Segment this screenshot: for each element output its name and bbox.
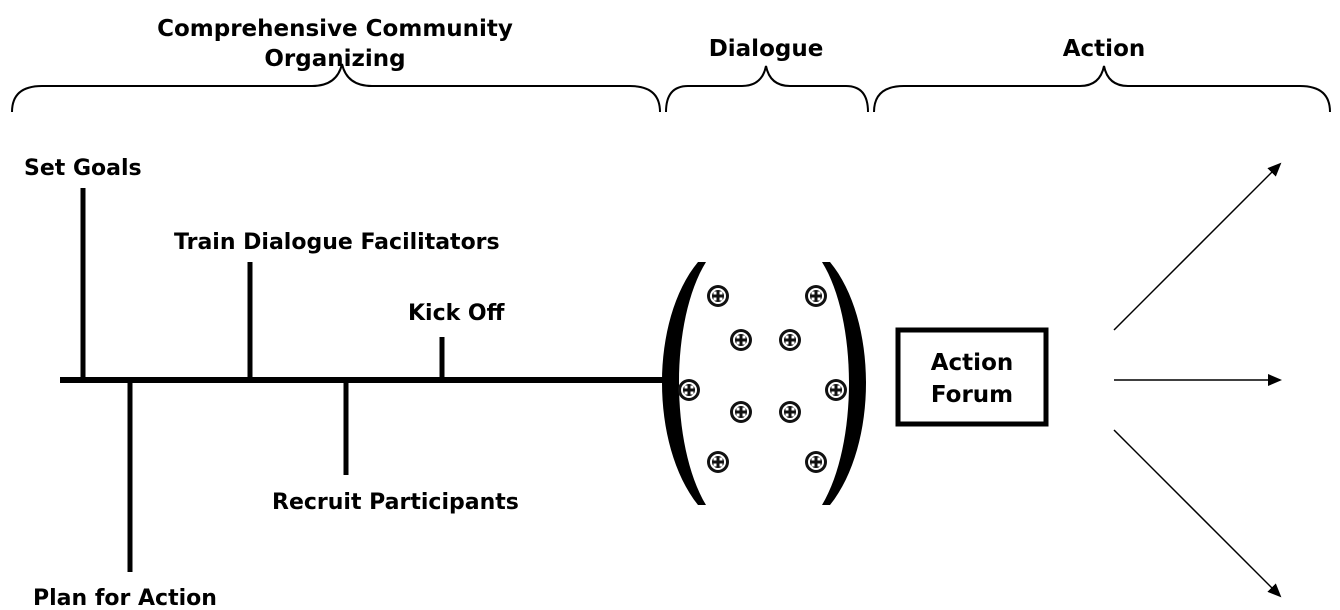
dialogue-participants (678, 285, 847, 473)
dialogue-right-paren (822, 262, 866, 505)
dialogue-left-paren (662, 262, 706, 505)
dialogue-brace (665, 65, 869, 113)
action-forum-line2: Forum (931, 382, 1013, 408)
phase-label-organizing-line1: Comprehensive Community (157, 16, 513, 42)
participant-icon (805, 451, 827, 473)
train-facilitators-label: Train Dialogue Facilitators (174, 230, 500, 255)
participant-icon (730, 401, 752, 423)
arrow-down-icon (1113, 429, 1282, 598)
action-brace (873, 65, 1331, 113)
participant-icon (825, 379, 847, 401)
participant-icon (805, 285, 827, 307)
set-goals-label: Set Goals (24, 156, 142, 181)
participant-icon (779, 401, 801, 423)
phase-label-dialogue: Dialogue (709, 36, 824, 62)
plan-for-action-label: Plan for Action (33, 586, 217, 610)
organizing-brace (11, 63, 661, 113)
participant-icon (730, 329, 752, 351)
participant-icon (779, 329, 801, 351)
action-forum-box (895, 327, 1049, 427)
phase-label-action: Action (1063, 36, 1146, 62)
participant-icon (707, 285, 729, 307)
action-forum-line1: Action (931, 350, 1014, 376)
recruit-participants-label: Recruit Participants (272, 490, 519, 515)
phase-label-organizing-line2: Organizing (264, 46, 405, 72)
participant-icon (707, 451, 729, 473)
arrow-up-icon (1113, 162, 1282, 331)
kick-off-label: Kick Off (408, 301, 506, 326)
participant-icon (678, 379, 700, 401)
